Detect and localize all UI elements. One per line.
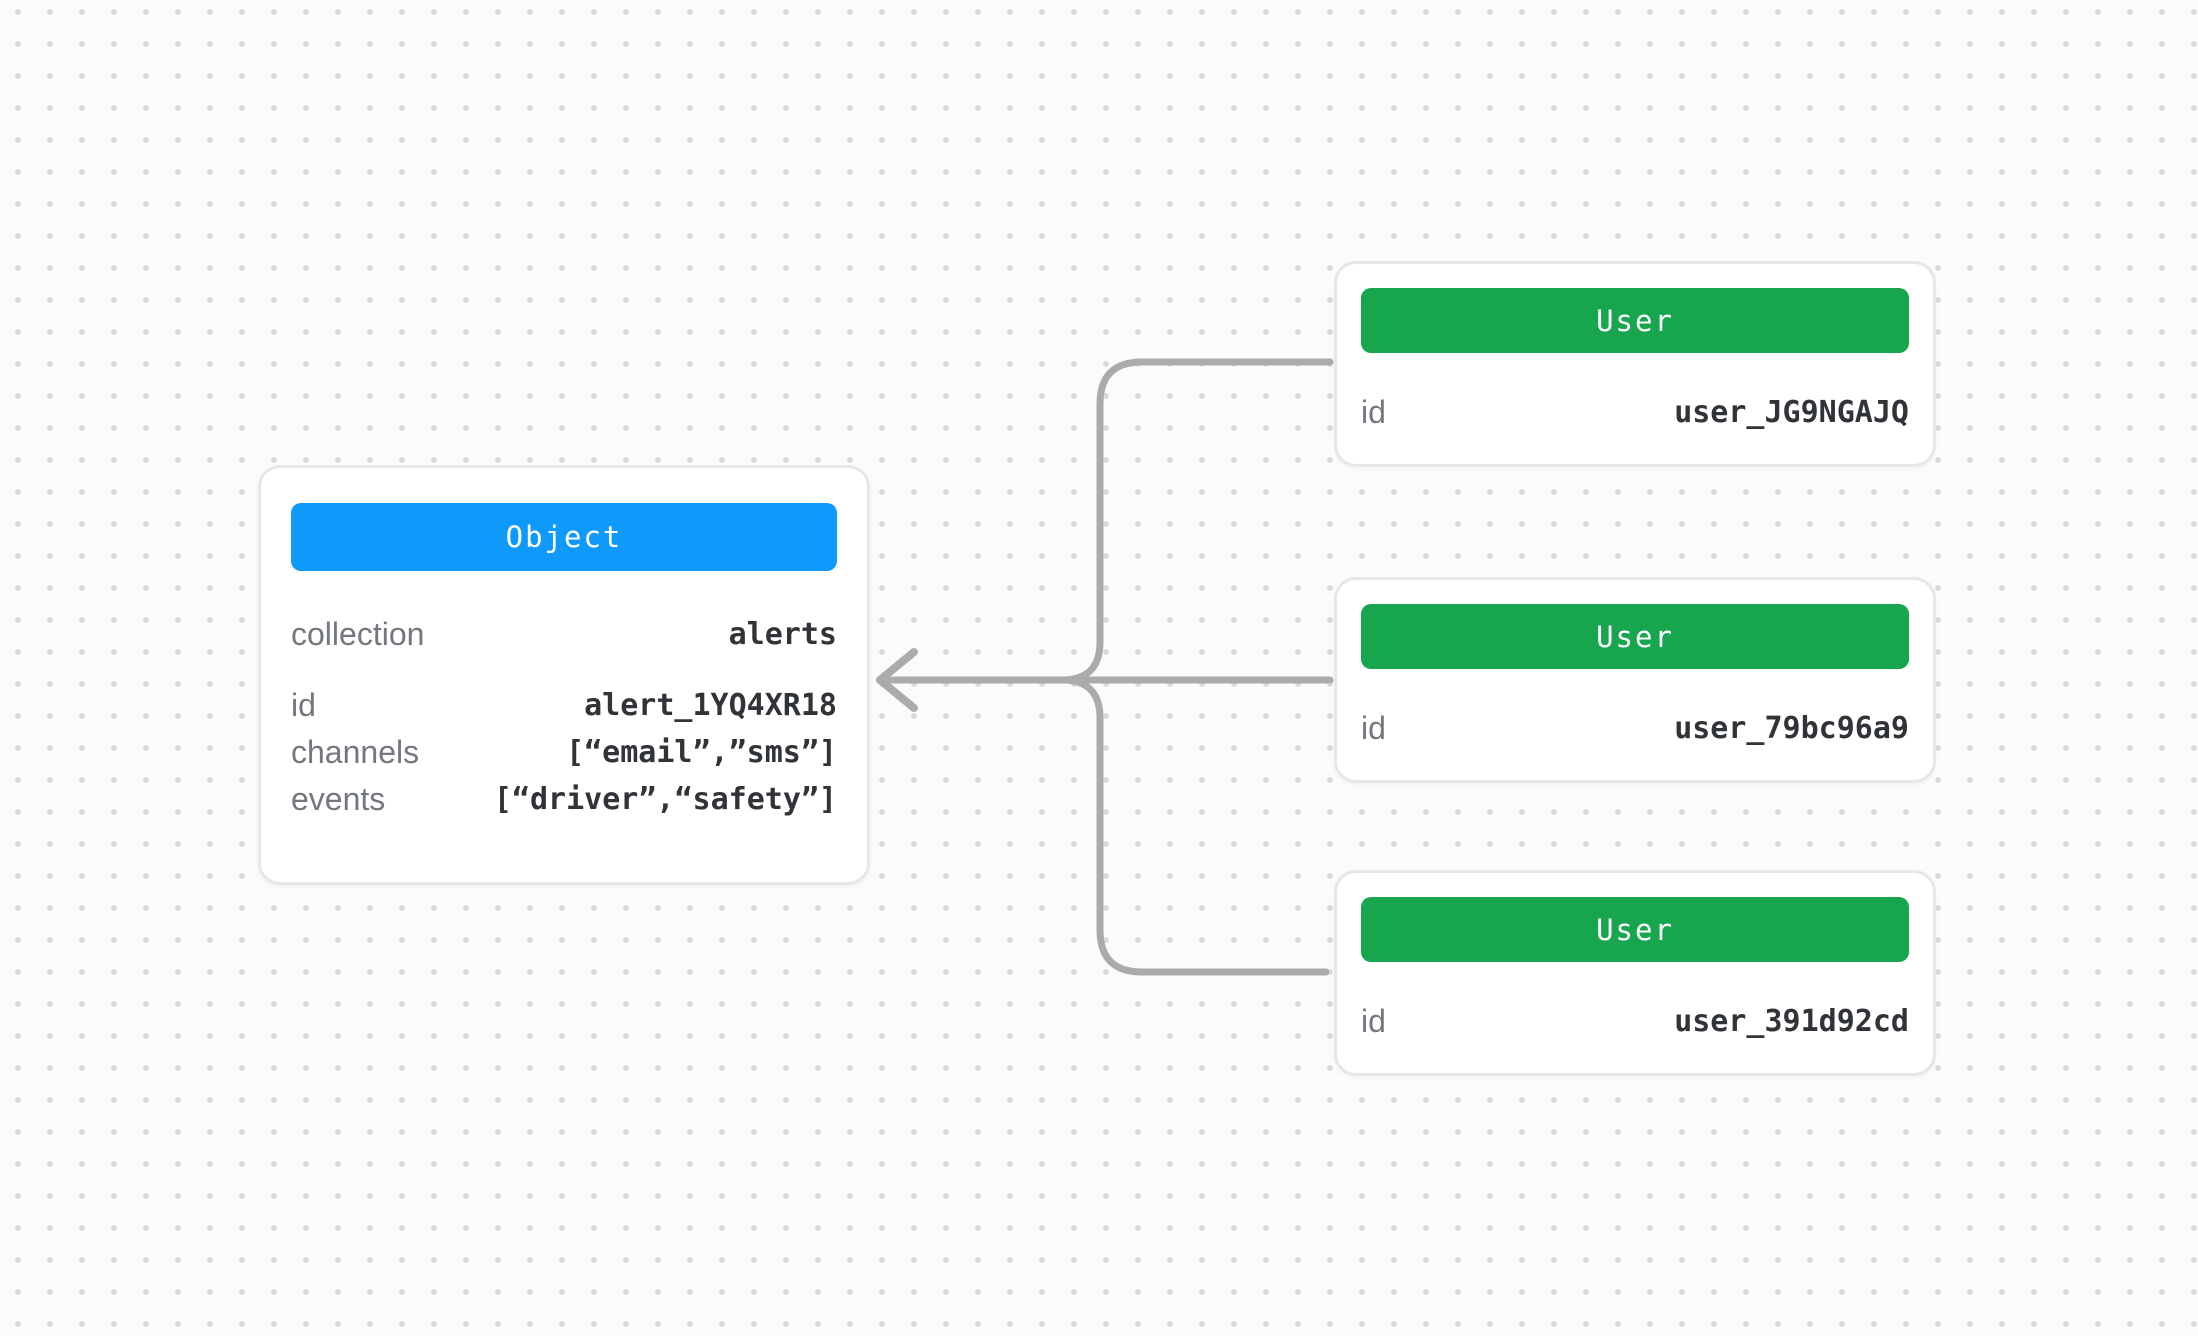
field-row-id: id user_79bc96a9 bbox=[1361, 705, 1909, 752]
field-value: [“driver”,“safety”] bbox=[493, 782, 837, 817]
user-card[interactable]: User id user_JG9NGAJQ bbox=[1334, 261, 1936, 467]
object-card[interactable]: Object collection alerts id alert_1YQ4XR… bbox=[258, 465, 870, 885]
user-card-fields: id user_JG9NGAJQ bbox=[1361, 389, 1909, 436]
user-card-header: User bbox=[1361, 288, 1909, 353]
field-row-events: events [“driver”,“safety”] bbox=[291, 776, 837, 823]
user-card-header: User bbox=[1361, 897, 1909, 962]
field-value: user_JG9NGAJQ bbox=[1674, 395, 1909, 430]
field-row-channels: channels [“email”,”sms”] bbox=[291, 729, 837, 776]
field-label: collection bbox=[291, 616, 425, 652]
edge-user3-to-object bbox=[1058, 676, 1330, 976]
user-card[interactable]: User id user_79bc96a9 bbox=[1334, 577, 1936, 783]
object-card-header: Object bbox=[291, 503, 837, 571]
user-card[interactable]: User id user_391d92cd bbox=[1334, 870, 1936, 1076]
field-value: [“email”,”sms”] bbox=[566, 735, 837, 770]
field-label: id bbox=[1361, 710, 1386, 746]
arrowhead-icon bbox=[876, 648, 918, 712]
field-label: events bbox=[291, 781, 386, 817]
user-card-header: User bbox=[1361, 604, 1909, 669]
object-card-fields: collection alerts id alert_1YQ4XR18 chan… bbox=[291, 611, 837, 823]
field-label: id bbox=[1361, 1003, 1386, 1039]
field-label: id bbox=[291, 687, 316, 723]
edge-user1-to-object bbox=[1058, 358, 1334, 684]
field-value: alerts bbox=[728, 617, 837, 652]
user-card-fields: id user_391d92cd bbox=[1361, 998, 1909, 1045]
field-row-collection: collection alerts bbox=[291, 611, 837, 658]
field-label: channels bbox=[291, 734, 420, 770]
field-row-id: id alert_1YQ4XR18 bbox=[291, 682, 837, 729]
field-value: alert_1YQ4XR18 bbox=[584, 688, 837, 723]
field-value: user_391d92cd bbox=[1674, 1004, 1909, 1039]
user-card-fields: id user_79bc96a9 bbox=[1361, 705, 1909, 752]
field-label: id bbox=[1361, 394, 1386, 430]
field-value: user_79bc96a9 bbox=[1674, 711, 1909, 746]
field-row-id: id user_JG9NGAJQ bbox=[1361, 389, 1909, 436]
field-row-id: id user_391d92cd bbox=[1361, 998, 1909, 1045]
